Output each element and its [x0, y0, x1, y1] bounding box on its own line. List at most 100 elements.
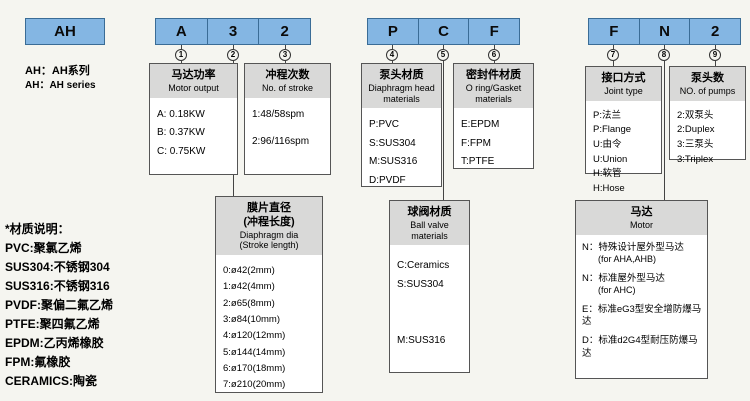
oring-material-option: E:EPDM: [461, 119, 500, 131]
material-legend: *材质说明： PVC:聚氯乙烯 SUS304:不锈钢304 SUS316:不锈钢…: [5, 220, 165, 391]
connector-line: [715, 45, 716, 49]
connector-line: [664, 45, 665, 49]
diaphragm-dia-title-cn: 膜片直径: [247, 202, 291, 214]
diaphragm-dia-option: 0:ø42(2mm): [223, 265, 275, 277]
code-char-3: 2: [258, 19, 310, 44]
material-legend-item: PVDF:聚偏二氟乙烯: [5, 298, 114, 312]
material-legend-item: SUS304:不锈钢304: [5, 260, 110, 274]
motor-type-option: E：标准eG3型安全增防爆马达: [582, 304, 703, 329]
connector-line: [181, 45, 182, 49]
code-char-7: F: [609, 23, 619, 40]
ball-valve-option: M:SUS316: [397, 335, 446, 347]
motor-type-option-main: N：特殊设计屋外型马达: [582, 241, 684, 253]
pump-count-option: 3:三泵头: [677, 138, 714, 150]
joint-type-option: H:软管: [593, 168, 622, 180]
position-marker-8: 8: [658, 49, 670, 61]
motor-output-title-cn: 马达功率: [171, 69, 216, 81]
material-legend-item: EPDM:乙丙烯橡胶: [5, 336, 104, 350]
motor-type-option: N：特殊设计屋外型马达 (for AHA,AHB): [582, 242, 703, 266]
code-char-4: P: [387, 23, 398, 40]
position-marker-5: 5: [437, 49, 449, 61]
motor-type-option: N：标准屋外型马达 (for AHC): [582, 273, 703, 297]
ball-valve-title-en: Ball valve materials: [410, 219, 449, 241]
joint-type-option: U:由令: [593, 138, 622, 150]
diaphragm-dia-option: 5:ø144(14mm): [223, 346, 286, 358]
pump-count-option: 2:双泵头: [677, 109, 714, 121]
material-legend-item: SUS316:不锈钢316: [5, 279, 110, 293]
material-legend-item: CERAMICS:陶瓷: [5, 374, 97, 388]
head-material-option: P:PVC: [369, 119, 400, 131]
pump-count-title-en: NO. of pumps: [679, 85, 736, 96]
pump-count-option: 2:Duplex: [677, 124, 715, 136]
connector-line: [285, 45, 286, 49]
joint-type-header: 接口方式 Joint type: [586, 67, 661, 101]
motor-output-body: A: 0.18KW B: 0.37KW C: 0.75KW: [150, 98, 237, 166]
code-char-2: 3: [206, 19, 259, 44]
connector-line: [613, 45, 614, 49]
head-material-body: P:PVC S:SUS304 M:SUS316 D:PVDF: [362, 108, 441, 194]
connector-line: [392, 61, 393, 63]
material-legend-title: *材质说明：: [5, 222, 70, 236]
stroke-body: 1:48/58spm 2:96/116spm: [245, 98, 330, 165]
stroke-option: 2:96/116spm: [252, 136, 310, 148]
oring-material-body: E:EPDM F:FPM T:PTFE: [454, 108, 533, 176]
connector-line: [392, 45, 393, 49]
oring-material-title-cn: 密封件材质: [466, 69, 521, 81]
position-marker-2: 2: [227, 49, 239, 61]
material-legend-item: PVC:聚氯乙烯: [5, 241, 82, 255]
motor-output-title-en: Motor output: [168, 82, 219, 93]
connector-line: [443, 61, 444, 200]
code-char-ah: AH: [54, 23, 76, 40]
diaphragm-dia-title-en: Diaphragm dia: [239, 229, 299, 240]
ball-valve-box: 球阀材质 Ball valve materials C:Ceramics S:S…: [389, 200, 470, 373]
oring-material-header: 密封件材质 O ring/Gasket materials: [454, 64, 533, 109]
joint-type-option: H:Hose: [593, 183, 625, 195]
connector-line: [664, 61, 665, 200]
pump-count-header: 泵头数 NO. of pumps: [670, 67, 745, 101]
position-marker-1: 1: [175, 49, 187, 61]
motor-output-option: B: 0.37KW: [157, 127, 205, 139]
oring-material-title-en: O ring/Gasket materials: [465, 82, 522, 104]
code-char-1: A: [175, 23, 187, 40]
diaphragm-dia-box: 膜片直径 (冲程长度) Diaphragm dia (Stroke length…: [215, 196, 323, 393]
motor-type-option-main: N：标准屋外型马达: [582, 272, 665, 284]
code-char-9: 2: [689, 19, 740, 44]
diaphragm-dia-option: 1:ø42(4mm): [223, 281, 275, 293]
motor-type-option-main: E：标准eG3型安全增防爆马达: [582, 303, 702, 327]
connector-line: [494, 45, 495, 49]
joint-type-body: P:法兰 P:Flange U:由令 U:Union H:软管 H:Hose: [586, 101, 661, 201]
joint-type-title-cn: 接口方式: [601, 72, 646, 84]
diaphragm-dia-option: 2:ø65(8mm): [223, 297, 275, 309]
motor-type-title-cn: 马达: [630, 206, 653, 218]
motor-output-option: C: 0.75KW: [157, 145, 206, 157]
head-material-title-cn: 泵头材质: [379, 69, 424, 81]
code-segment-pcf: P C F: [367, 18, 520, 45]
diaphragm-dia-body: 0:ø42(2mm) 1:ø42(4mm) 2:ø65(8mm) 3:ø84(1…: [216, 255, 322, 398]
code-segment-a32: A 3 2: [155, 18, 311, 45]
head-material-option: S:SUS304: [369, 137, 416, 149]
motor-type-option-sub: (for AHA,AHB): [598, 253, 657, 264]
series-note-en: AH：AH series: [25, 80, 96, 92]
head-material-option: M:SUS316: [369, 156, 418, 168]
ball-valve-header: 球阀材质 Ball valve materials: [390, 201, 469, 246]
diaphragm-dia-header: 膜片直径 (冲程长度) Diaphragm dia (Stroke length…: [216, 197, 322, 256]
ball-valve-body: C:Ceramics S:SUS304 M:SUS316: [390, 245, 469, 355]
joint-type-option: P:法兰: [593, 109, 621, 121]
head-material-box: 泵头材质 Diaphragm head materials P:PVC S:SU…: [361, 63, 442, 187]
diaphragm-dia-title-cn2: (冲程长度): [243, 215, 295, 228]
oring-material-option: T:PTFE: [461, 156, 495, 168]
ball-valve-option: C:Ceramics: [397, 260, 450, 272]
pump-count-option: 3:Triplex: [677, 153, 714, 165]
connector-line: [715, 61, 716, 66]
connector-line: [285, 61, 286, 63]
connector-line: [494, 61, 495, 63]
position-marker-3: 3: [279, 49, 291, 61]
code-segment-ah: AH: [25, 18, 105, 45]
position-marker-7: 7: [607, 49, 619, 61]
stroke-header: 冲程次数 No. of stroke: [245, 64, 330, 98]
connector-line: [233, 45, 234, 49]
motor-type-body: N：特殊设计屋外型马达 (for AHA,AHB) N：标准屋外型马达 (for…: [576, 235, 707, 371]
stroke-box: 冲程次数 No. of stroke 1:48/58spm 2:96/116sp…: [244, 63, 331, 175]
position-marker-6: 6: [488, 49, 500, 61]
